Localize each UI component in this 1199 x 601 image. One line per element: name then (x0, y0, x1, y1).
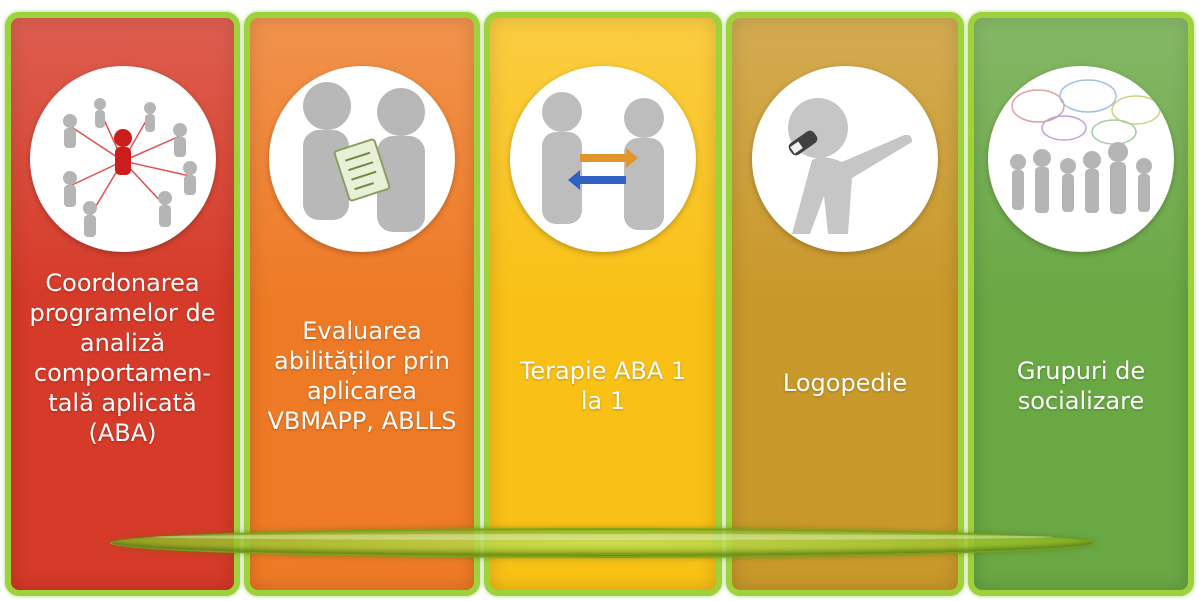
panel-skills-evaluation: Evaluarea abilităților prin aplicarea VB… (244, 12, 480, 596)
panel-speech-therapy: Logopedie (726, 12, 964, 596)
group-speech-icon (988, 66, 1174, 252)
panel-label: Evaluarea abilităților prin aplicarea VB… (267, 317, 457, 435)
panel-label: Coordonarea programelor de analiză compo… (29, 269, 216, 447)
speaking-person-icon (752, 66, 938, 252)
panel-label: Grupuri de socializare (1016, 357, 1146, 415)
panel-label: Terapie ABA 1 la 1 (519, 357, 687, 415)
evaluation-clipboard-icon (269, 66, 455, 252)
connector-ellipse (110, 528, 1095, 558)
network-people-icon (29, 66, 216, 252)
panel-aba-coordination: Coordonarea programelor de analiză compo… (5, 12, 240, 596)
panel-socialization-groups: Grupuri de socializare (968, 12, 1194, 596)
panel-aba-therapy: Terapie ABA 1 la 1 (484, 12, 722, 596)
exchange-people-icon (510, 66, 696, 252)
panel-label: Logopedie (782, 369, 908, 397)
